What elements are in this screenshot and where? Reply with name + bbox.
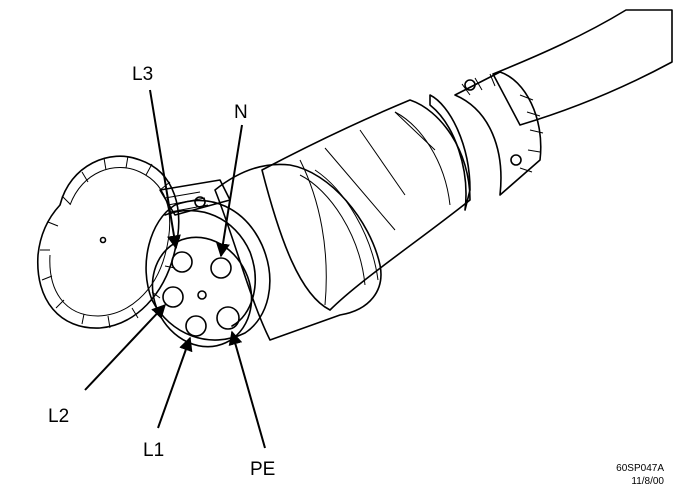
contact-l1	[185, 315, 207, 337]
n-pointer	[216, 124, 243, 258]
contact-pe	[216, 306, 240, 330]
cable-gland-nut	[429, 71, 544, 211]
pe-pointer	[228, 330, 266, 449]
label-n: N	[234, 102, 248, 123]
label-pe: PE	[250, 459, 275, 480]
connector-body	[261, 99, 471, 311]
drawing-date: 11/8/00	[631, 476, 664, 487]
socket-face	[151, 236, 253, 348]
l3-pointer	[149, 89, 181, 250]
l2-pointer	[84, 303, 166, 391]
pointer-arrows	[84, 89, 266, 449]
contact-n	[210, 257, 232, 279]
hinged-lid	[37, 155, 181, 329]
drawing-code: 60SP047A	[616, 463, 664, 474]
socket-housing	[145, 163, 382, 341]
contact-l2	[162, 286, 184, 308]
label-l1: L1	[143, 440, 164, 461]
label-l3: L3	[132, 64, 153, 85]
cable	[492, 9, 673, 126]
contact-l3	[171, 251, 193, 273]
l1-pointer	[157, 336, 193, 429]
label-l2: L2	[48, 406, 69, 427]
centre-pin	[197, 290, 207, 300]
